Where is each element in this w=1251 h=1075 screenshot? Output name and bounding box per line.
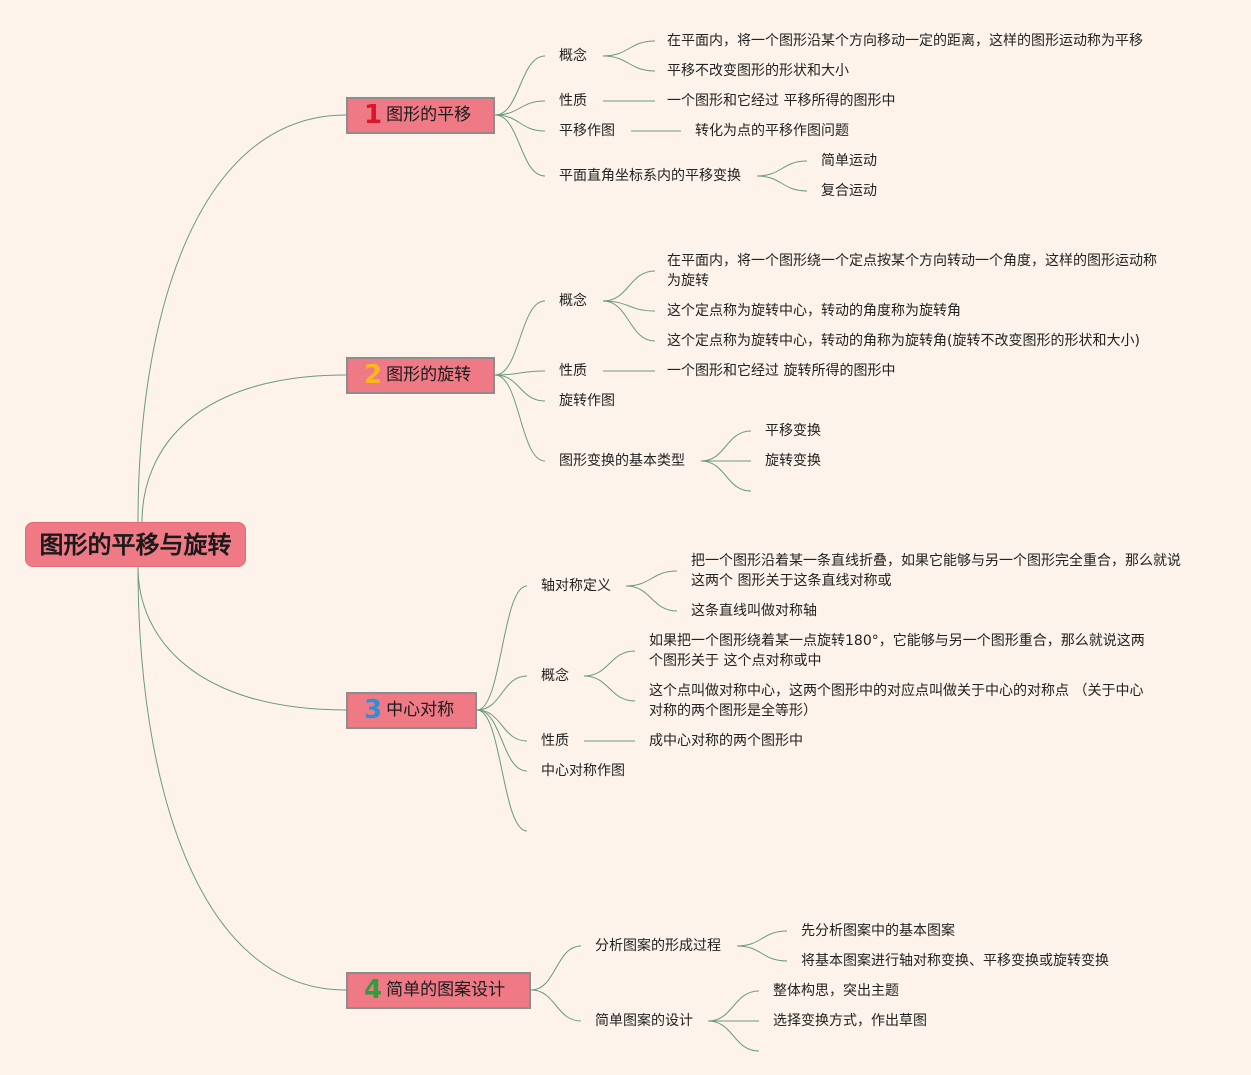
connector-line — [494, 374, 546, 402]
connector-line — [602, 40, 656, 57]
connector-line — [494, 100, 546, 116]
connector-line — [602, 300, 656, 342]
leaf-item[interactable]: 整体构思，突出主题 — [773, 983, 899, 999]
branch-title: 中心对称 — [386, 700, 455, 720]
topic-construction[interactable]: 中心对称作图 — [541, 763, 625, 779]
connector-line — [494, 114, 546, 132]
connector-line — [494, 370, 546, 376]
connector-line — [736, 945, 788, 962]
leaf-item[interactable]: 选择变换方式，作出草图 — [773, 1013, 927, 1029]
connector-line — [137, 566, 347, 991]
leaf-item[interactable]: 复合运动 — [821, 183, 877, 199]
topic-analyze-pattern[interactable]: 分析图案的形成过程 — [595, 938, 721, 954]
root-node[interactable]: 图形的平移与旋转 — [25, 522, 246, 567]
connector-line — [494, 114, 546, 177]
connector-line — [476, 709, 528, 742]
leaf-item[interactable]: 这个定点称为旋转中心，转动的角度称为旋转角 — [667, 303, 961, 319]
leaf-item[interactable]: 将基本图案进行轴对称变换、平移变换或旋转变换 — [801, 953, 1109, 969]
topic-property[interactable]: 性质 — [541, 733, 569, 749]
branch-title: 图形的平移 — [386, 105, 472, 125]
connector-line — [756, 175, 808, 192]
connector-line — [476, 709, 528, 832]
topic-property[interactable]: 性质 — [559, 93, 587, 109]
leaf-item[interactable]: 简单运动 — [821, 153, 877, 169]
leaf-item[interactable]: 在平面内，将一个图形沿某个方向移动一定的距离，这样的图形运动称为平移 — [667, 33, 1143, 49]
leaf-item[interactable]: 平移不改变图形的形状和大小 — [667, 63, 849, 79]
connector-line — [707, 1020, 760, 1052]
leaf-item[interactable]: 在平面内，将一个图形绕一个定点按某个方向转动一个角度，这样的图形运动称为旋转 — [667, 253, 1157, 289]
connector-line — [583, 675, 636, 702]
topic-simple-design[interactable]: 简单图案的设计 — [595, 1013, 693, 1029]
connector-line — [625, 585, 678, 612]
connector-line — [494, 55, 546, 116]
leaf-item[interactable]: 一个图形和它经过 平移所得的图形中 — [667, 93, 896, 109]
connector-line — [530, 989, 582, 1022]
connector-line — [476, 585, 528, 711]
topic-transform-types[interactable]: 图形变换的基本类型 — [559, 453, 685, 469]
leaf-item[interactable]: 这条直线叫做对称轴 — [691, 603, 817, 619]
leaf-item[interactable]: 这个定点称为旋转中心，转动的角称为旋转角(旋转不改变图形的形状和大小) — [667, 333, 1140, 349]
branch-title: 图形的旋转 — [386, 365, 472, 385]
number-badge: 3 — [364, 695, 383, 725]
branch-title: 简单的图案设计 — [386, 980, 506, 1000]
connector-line — [137, 114, 347, 523]
topic-property[interactable]: 性质 — [559, 363, 587, 379]
connector-line — [476, 709, 528, 772]
connector-line — [602, 55, 656, 72]
leaf-item[interactable]: 如果把一个图形绕着某一点旋转180°，它能够与另一个图形重合，那么就说这两个图形… — [649, 633, 1145, 669]
number-badge: 1 — [364, 100, 383, 130]
topic-axial-symmetry[interactable]: 轴对称定义 — [541, 578, 611, 594]
leaf-item[interactable]: 把一个图形沿着某一条直线折叠，如果它能够与另一个图形完全重合，那么就说这两个 图… — [691, 553, 1181, 589]
topic-concept[interactable]: 概念 — [559, 48, 587, 64]
topic-coordinate-translation[interactable]: 平面直角坐标系内的平移变换 — [559, 168, 741, 184]
connector-line — [602, 270, 656, 302]
connector-line — [141, 374, 347, 523]
topic-concept[interactable]: 概念 — [559, 293, 587, 309]
connector-line — [476, 675, 528, 711]
leaf-item[interactable]: 一个图形和它经过 旋转所得的图形中 — [667, 363, 896, 379]
leaf-item[interactable]: 成中心对称的两个图形中 — [649, 733, 803, 749]
topic-construction[interactable]: 平移作图 — [559, 123, 615, 139]
leaf-item[interactable]: 平移变换 — [765, 423, 821, 439]
topic-concept[interactable]: 概念 — [541, 668, 569, 684]
connector-line — [700, 430, 752, 462]
connector-line — [583, 650, 636, 677]
number-badge: 2 — [364, 360, 383, 390]
connector-line — [494, 374, 546, 462]
topic-construction[interactable]: 旋转作图 — [559, 393, 615, 409]
connector-line — [494, 300, 546, 376]
leaf-item[interactable]: 转化为点的平移作图问题 — [695, 123, 849, 139]
connector-line — [700, 460, 752, 492]
leaf-item[interactable]: 这个点叫做对称中心，这两个图形中的对应点叫做关于中心的对称点 （关于中心对称的两… — [649, 683, 1144, 719]
connector-line — [625, 570, 678, 587]
leaf-item[interactable]: 先分析图案中的基本图案 — [801, 923, 955, 939]
connector-line — [530, 945, 582, 991]
number-badge: 4 — [364, 975, 383, 1005]
leaf-item[interactable]: 旋转变换 — [765, 453, 821, 469]
connector-line — [736, 930, 788, 947]
connector-line — [707, 990, 760, 1022]
connector-line — [756, 160, 808, 177]
connector-line — [137, 566, 347, 711]
